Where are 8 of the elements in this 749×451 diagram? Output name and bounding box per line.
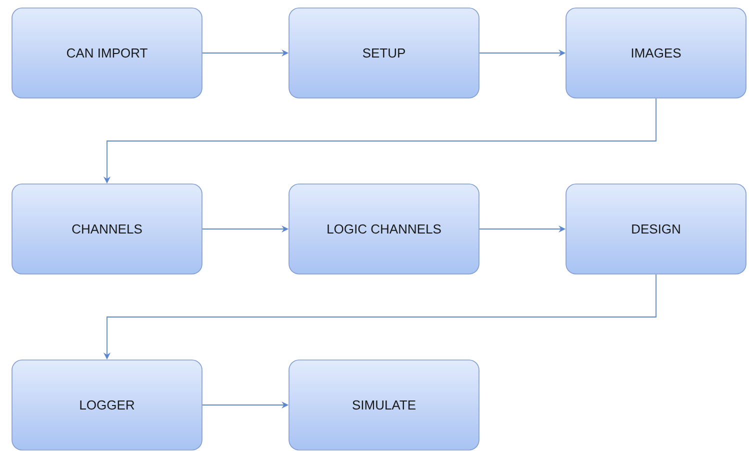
process-box: IMAGES: [566, 8, 746, 98]
process-box: SETUP: [288, 8, 480, 98]
process-box: LOGIC CHANNELS: [288, 184, 480, 274]
process-box: CAN IMPORT: [12, 8, 202, 98]
process-box: SIMULATE: [288, 360, 480, 450]
process-box: CHANNELS: [12, 184, 202, 274]
process-box: LOGGER: [12, 360, 202, 450]
process-box: DESIGN: [566, 184, 746, 274]
